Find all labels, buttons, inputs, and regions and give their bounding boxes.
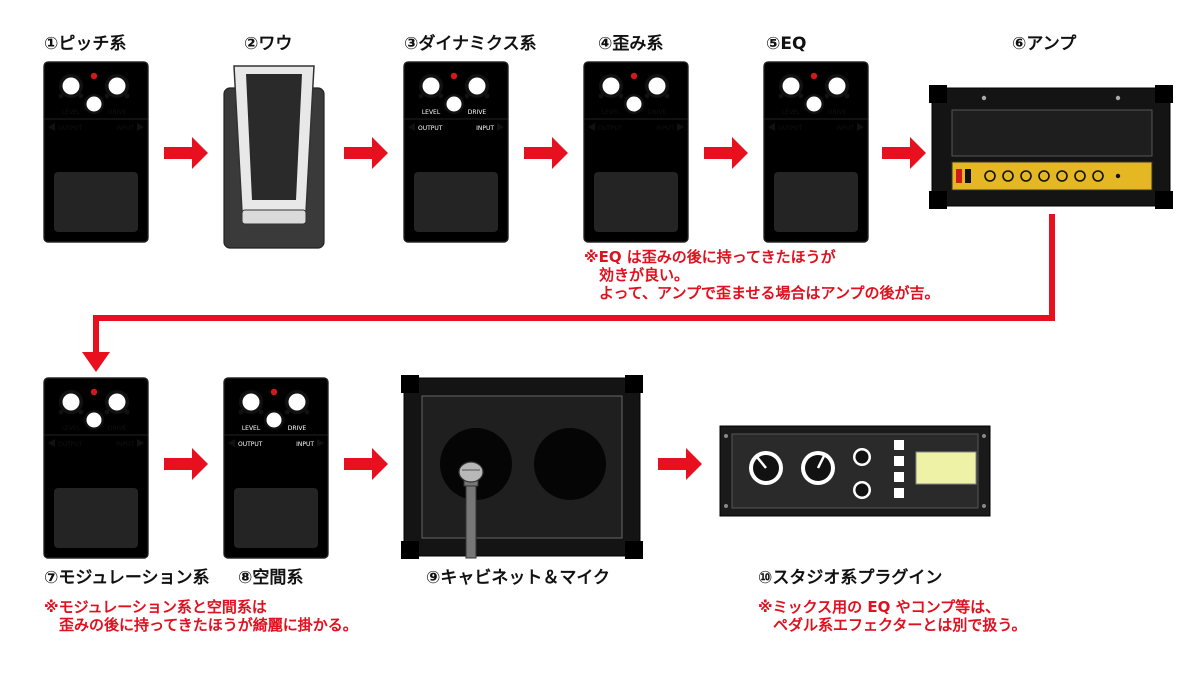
dynamics-drive-text: DRIVE [468,109,487,116]
label-distortion: ④歪み系 [598,34,664,54]
pitch-output-text: OUTPUT [58,125,83,132]
arrow-7-8 [164,448,208,480]
arrow-4-5 [704,137,748,169]
label-eq: ⑤EQ [766,34,807,54]
spatial-level-text: LEVEL [242,425,261,432]
dynamics-level-text: LEVEL [422,109,441,116]
studio-rack-unit [719,425,991,517]
microphone-icon [458,461,484,559]
arrow-3-4 [524,137,568,169]
note-modulation: ※モジュレーション系と空間系は 歪みの後に持ってきたほうが綺麗に掛かる。 [44,598,358,634]
pitch-pedal: LEVEL DRIVE OUTPUT INPUT [43,61,149,243]
spatial-output-text: OUTPUT [238,441,263,448]
cabinet [401,375,643,559]
dynamics-input-text: INPUT [476,125,494,132]
eq-drive-text: DRIVE [828,109,847,116]
dynamics-pedal: LEVEL DRIVE OUTPUT INPUT [403,61,509,243]
speaker-right [534,428,606,500]
distortion-output-text: OUTPUT [598,125,623,132]
modulation-drive-text: DRIVE [108,425,127,432]
label-modulation: ⑦モジュレーション系 [44,568,210,588]
note-eq: ※EQ は歪みの後に持ってきたほうが 効きが良い。 よって、アンプで歪ませる場合… [584,248,940,302]
eq-level-text: LEVEL [782,109,801,116]
eq-input-text: INPUT [836,125,854,132]
note-plugin: ※ミックス用の EQ やコンプ等は、 ペダル系エフェクターとは別で扱う。 [758,598,1027,634]
arrow-8-9 [344,448,388,480]
amp-head [929,85,1173,209]
distortion-drive-text: DRIVE [648,109,667,116]
pitch-level-text: LEVEL [62,109,81,116]
arrow-2-3 [344,137,388,169]
pitch-drive-text: DRIVE [108,109,127,116]
arrow-5-6 [882,137,926,169]
arrow-1-2 [164,137,208,169]
label-plugin: ⑩スタジオ系プラグイン [758,568,943,588]
arrow-9-10 [658,448,702,480]
label-wah: ②ワウ [244,34,293,54]
spatial-input-text: INPUT [296,441,314,448]
distortion-level-text: LEVEL [602,109,621,116]
return-connector [82,214,1055,372]
distortion-input-text: INPUT [656,125,674,132]
modulation-level-text: LEVEL [62,425,81,432]
dynamics-output-text: OUTPUT [418,125,443,132]
pitch-input-text: INPUT [116,125,134,132]
modulation-pedal: LEVEL DRIVE OUTPUT INPUT [43,377,149,559]
spatial-pedal: LEVEL DRIVE OUTPUT INPUT [223,377,329,559]
eq-pedal: LEVEL DRIVE OUTPUT INPUT [763,61,869,243]
distortion-pedal: LEVEL DRIVE OUTPUT INPUT [583,61,689,243]
modulation-input-text: INPUT [116,441,134,448]
wah-pedal [223,65,325,249]
spatial-drive-text: DRIVE [288,425,307,432]
modulation-output-text: OUTPUT [58,441,83,448]
label-pitch: ①ピッチ系 [44,34,127,54]
label-cabinet: ⑨キャビネット＆マイク [426,568,611,588]
label-dynamics: ③ダイナミクス系 [404,34,537,54]
label-amp: ⑥アンプ [1012,34,1077,54]
eq-output-text: OUTPUT [778,125,803,132]
label-spatial: ⑧空間系 [238,568,304,588]
